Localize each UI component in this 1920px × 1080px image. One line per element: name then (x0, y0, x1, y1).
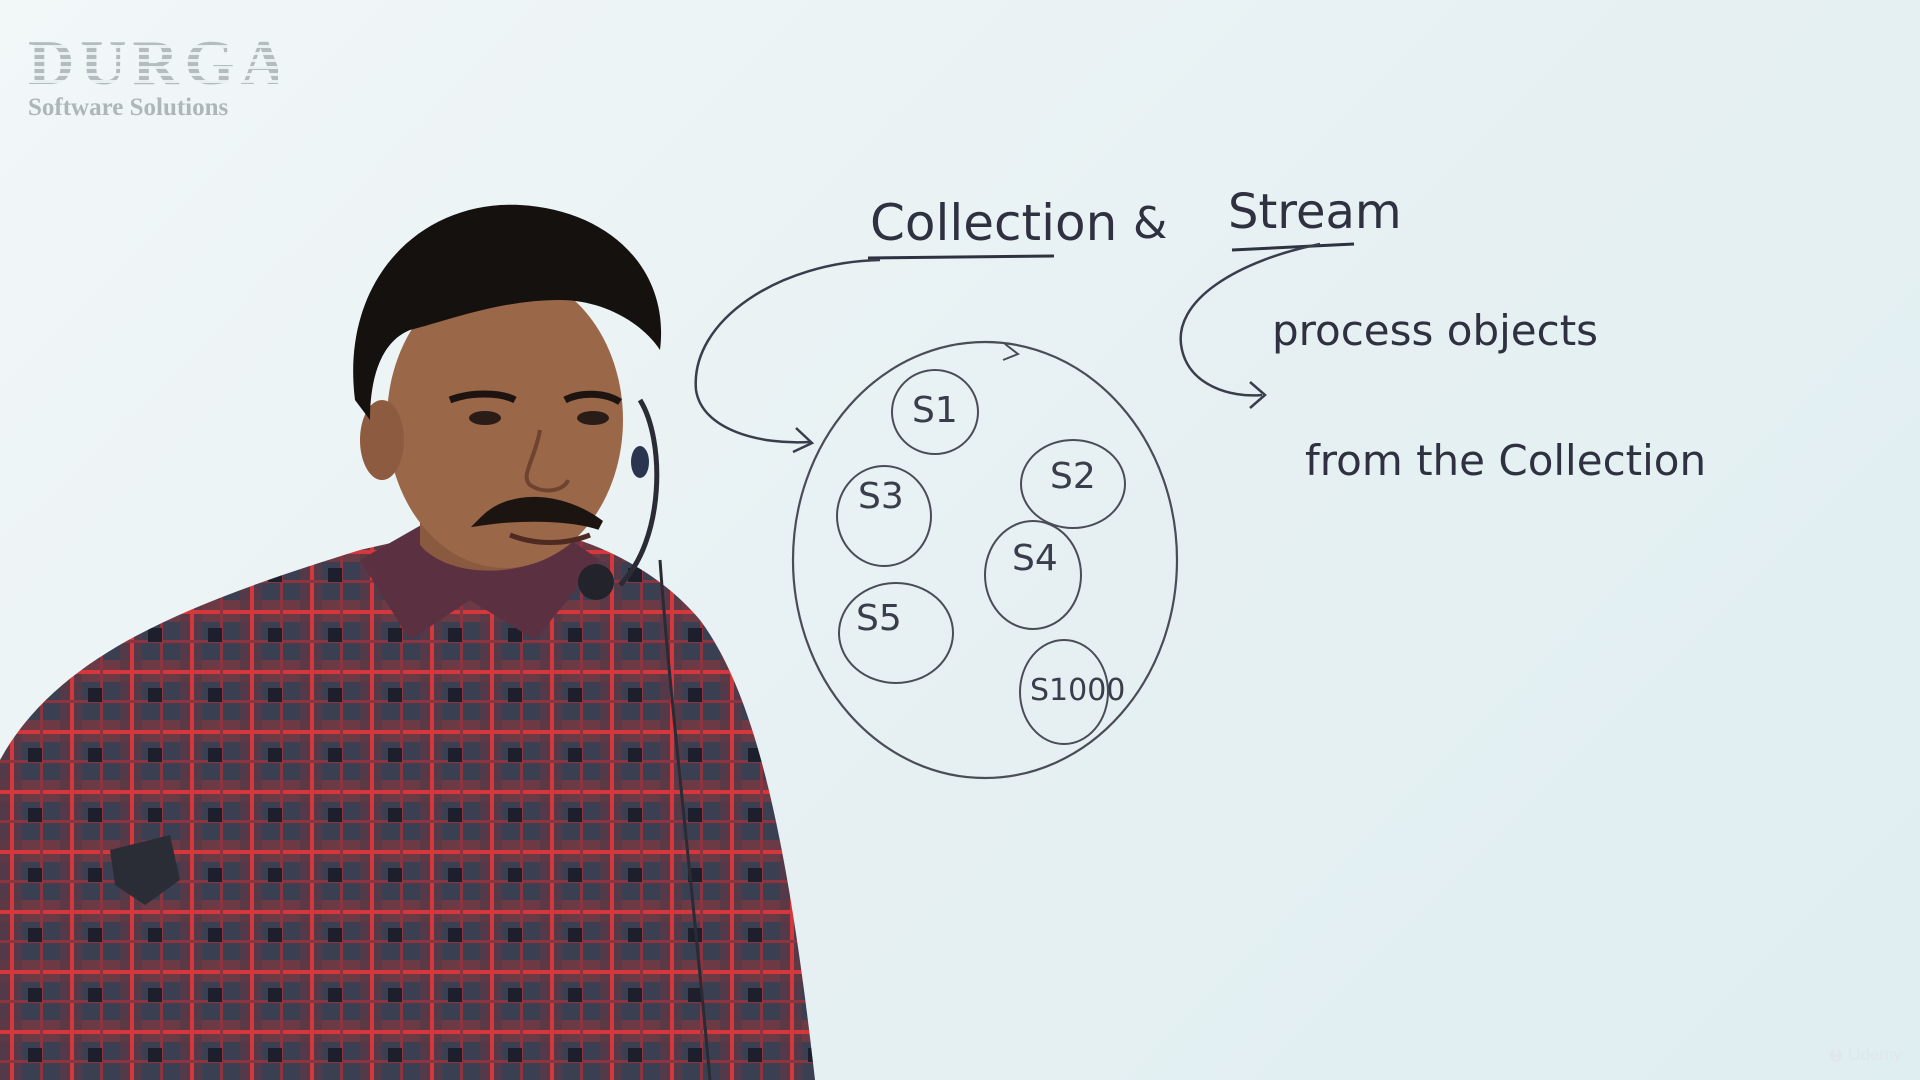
element-circle-s3 (836, 465, 932, 567)
underline-stream (1231, 242, 1355, 252)
element-label-s5: S5 (856, 598, 902, 639)
element-label-s4: S4 (1012, 538, 1058, 579)
udemy-brand-text: Udemy (1848, 1045, 1902, 1064)
nose (524, 429, 570, 493)
udemy-logo-icon: ᵾ (1829, 1042, 1843, 1067)
element-circle-s4 (984, 520, 1082, 630)
underline-collection (867, 254, 1055, 260)
sleeve-badge (110, 835, 180, 905)
eyebrow-right (563, 390, 622, 406)
eye-left (469, 411, 501, 425)
note-from-collection: from the Collection (1305, 436, 1706, 485)
face (387, 272, 623, 568)
headset-mic (578, 564, 614, 600)
eyebrow-left (448, 390, 517, 404)
plaid-shirt (0, 524, 815, 1080)
logo-main-text: DURGA (28, 27, 293, 98)
channel-logo: DURGA Software Solutions (28, 27, 293, 122)
instructor-figure (0, 204, 815, 1080)
ear (360, 400, 404, 480)
collection-circle (791, 340, 1179, 780)
element-label-s1: S1 (912, 390, 958, 431)
element-circle-s2 (1020, 439, 1126, 529)
udemy-watermark: ᵾ Udemy (1829, 1042, 1902, 1068)
mustache (470, 496, 603, 530)
headset-wire (618, 398, 660, 587)
heading-stream: Stream (1228, 184, 1402, 240)
element-circle-s1 (891, 369, 979, 455)
arrow-collection (694, 258, 881, 444)
mouth (509, 532, 591, 545)
element-label-s3: S3 (858, 476, 904, 517)
heading-ampersand: & (1133, 198, 1167, 249)
arrowhead-stream (1249, 381, 1267, 409)
headset-earpiece (631, 446, 649, 478)
note-process-objects: process objects (1272, 306, 1598, 355)
element-label-s1000: S1000 (1030, 673, 1125, 708)
heading-collection: Collection (870, 194, 1117, 252)
eye-right (577, 411, 609, 425)
mic-cable (658, 559, 712, 1080)
arrowhead-collection (792, 427, 815, 454)
element-circle-s1000 (1019, 639, 1109, 745)
arrow-stream (1179, 242, 1321, 397)
logo-sub-text: Software Solutions (28, 94, 229, 121)
element-circle-s5 (838, 582, 954, 684)
circle-arrow-tick (1002, 343, 1021, 361)
element-label-s2: S2 (1050, 456, 1096, 497)
hair (353, 204, 662, 420)
